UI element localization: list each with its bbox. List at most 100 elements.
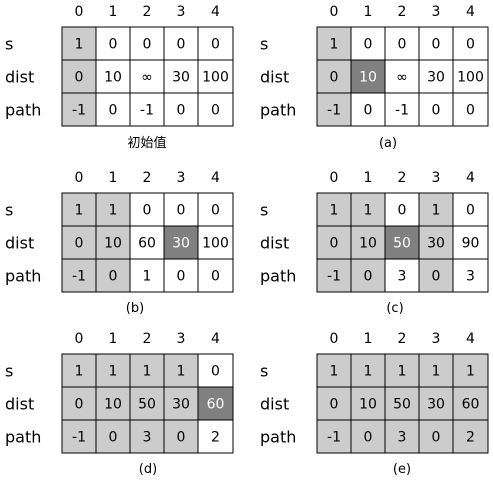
column-header: 4: [466, 331, 475, 347]
cell-value: 0: [364, 269, 373, 285]
row-label-s: s: [260, 201, 268, 220]
cell-dist-1: [350, 386, 386, 421]
row-label-path: path: [260, 267, 296, 286]
cell-value: 0: [143, 203, 152, 219]
cell-value: 30: [427, 236, 445, 252]
cell-value: 60: [138, 236, 156, 252]
column-header: 2: [398, 170, 407, 186]
cell-value: 0: [364, 103, 373, 119]
cell-value: 10: [104, 397, 122, 413]
cell-dist-2: [129, 59, 165, 94]
column-header: 2: [398, 4, 407, 20]
cell-value: 3: [398, 269, 407, 285]
cell-value: 0: [398, 203, 407, 219]
cell-value: 2: [211, 430, 220, 446]
row-label-path: path: [5, 101, 41, 120]
cell-value: 60: [207, 397, 225, 413]
cell-dist-1: [95, 225, 131, 260]
cell-value: 0: [177, 430, 186, 446]
cell-value: 1: [143, 364, 152, 380]
column-header: 0: [330, 4, 339, 20]
cell-value: 0: [432, 37, 441, 53]
cell-dist-0: [61, 225, 97, 260]
column-header: 1: [109, 4, 118, 20]
row-label-s: s: [5, 362, 13, 381]
cell-path-3: [418, 419, 454, 454]
cell-s-1: [95, 26, 131, 61]
cell-value: 50: [393, 236, 411, 252]
row-label-s: s: [260, 362, 268, 381]
cell-value: 0: [143, 37, 152, 53]
cell-value: 0: [75, 70, 84, 86]
cell-value: 1: [466, 364, 475, 380]
cell-value: 0: [466, 37, 475, 53]
cell-s-3: [418, 26, 454, 61]
cell-dist-4: [452, 225, 489, 260]
cell-value: -1: [327, 430, 341, 446]
cell-dist-0: [316, 59, 352, 94]
column-header: 1: [109, 170, 118, 186]
row-label-s: s: [5, 201, 13, 220]
column-header: 0: [75, 170, 84, 186]
cell-value: 0: [75, 397, 84, 413]
cell-value: 1: [364, 364, 373, 380]
cell-value: ∞: [396, 70, 408, 86]
row-label-dist: dist: [5, 395, 34, 414]
row-label-dist: dist: [5, 68, 34, 87]
column-header: 0: [75, 4, 84, 20]
cell-value: 1: [143, 269, 152, 285]
cell-value: -1: [72, 269, 86, 285]
column-header: 3: [432, 170, 441, 186]
cell-s-3: [163, 353, 199, 388]
cell-value: 0: [109, 430, 118, 446]
cell-value: 1: [432, 203, 441, 219]
row-label-dist: dist: [260, 395, 289, 414]
cell-dist-0: [61, 59, 97, 94]
cell-value: -1: [395, 103, 409, 119]
column-header: 1: [364, 331, 373, 347]
column-header: 4: [211, 170, 220, 186]
column-header: 4: [211, 4, 220, 20]
column-header: 4: [466, 4, 475, 20]
column-header: 3: [432, 4, 441, 20]
cell-value: 90: [462, 236, 480, 252]
cell-value: 100: [457, 70, 484, 86]
cell-value: 100: [202, 236, 229, 252]
cell-value: 1: [364, 203, 373, 219]
cell-s-1: [350, 353, 386, 388]
cell-s-0: [316, 26, 352, 61]
cell-value: -1: [72, 103, 86, 119]
column-header: 3: [177, 331, 186, 347]
column-header: 3: [177, 4, 186, 20]
cell-value: 30: [172, 70, 190, 86]
cell-dist-3: [418, 386, 454, 421]
cell-value: 100: [202, 70, 229, 86]
cell-s-3: [418, 353, 454, 388]
cell-value: 0: [466, 203, 475, 219]
cell-path-0: [316, 419, 352, 454]
cell-value: 3: [398, 430, 407, 446]
cell-value: 0: [109, 103, 118, 119]
cell-path-4: [197, 258, 234, 293]
cell-value: 0: [330, 70, 339, 86]
cell-path-1: [95, 92, 131, 127]
cell-s-0: [316, 192, 352, 227]
column-header: 2: [143, 4, 152, 20]
cell-value: 50: [393, 397, 411, 413]
cell-value: 30: [427, 397, 445, 413]
cell-value: 1: [398, 364, 407, 380]
cell-path-4: [197, 92, 234, 127]
cell-value: 0: [177, 103, 186, 119]
cell-s-2: [384, 353, 420, 388]
cell-value: 0: [432, 269, 441, 285]
cell-value: 1: [177, 364, 186, 380]
cell-path-3: [163, 419, 199, 454]
row-label-dist: dist: [260, 68, 289, 87]
cell-dist-0: [316, 386, 352, 421]
cell-path-2: [384, 419, 420, 454]
column-header: 2: [143, 170, 152, 186]
column-header: 4: [466, 170, 475, 186]
